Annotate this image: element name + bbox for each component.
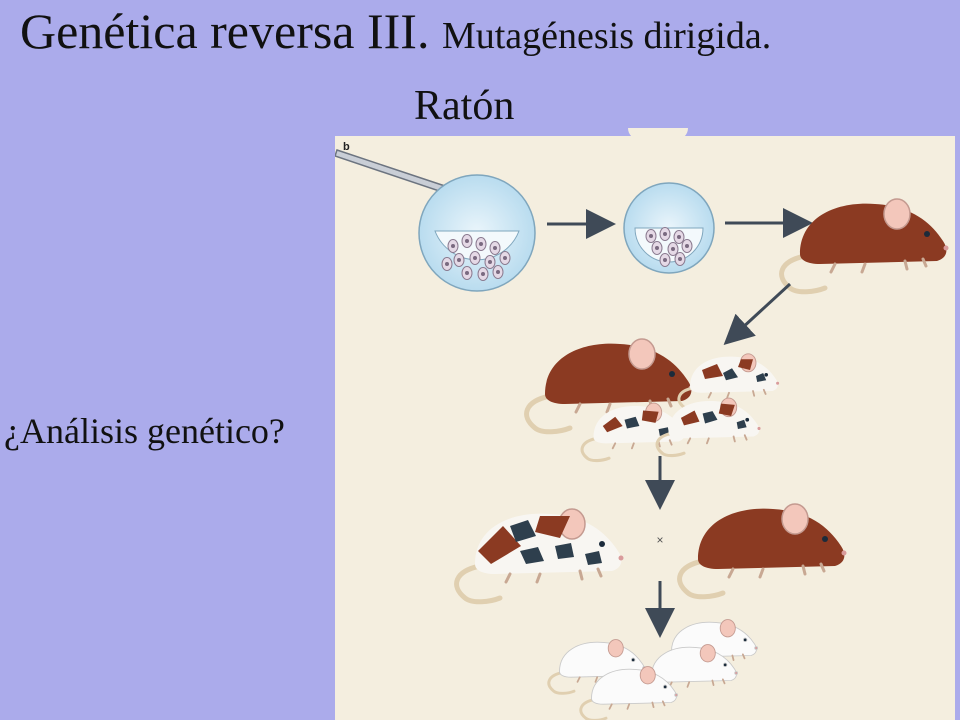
blastocyst-dish-1 — [418, 174, 536, 292]
brown-mate-mouse — [680, 504, 847, 597]
title-sub: Mutagénesis dirigida. — [441, 15, 772, 57]
cross-symbol: × — [656, 533, 663, 547]
chimera-pup-3 — [655, 396, 763, 458]
chimera-adult-mouse — [457, 509, 624, 602]
question-text: ¿Análisis genético? — [4, 411, 285, 451]
panel-top-bump — [628, 128, 688, 140]
slide-title: Genética reversa III. Mutagénesis dirigi… — [20, 4, 771, 59]
panel-label: b — [343, 141, 350, 153]
arrow-to-litter — [723, 282, 792, 346]
chimera-pup-1 — [677, 352, 781, 411]
figure-panel: b — [335, 136, 955, 720]
mouse-breeding-diagram: b — [335, 141, 955, 720]
blastocyst-dish-2 — [623, 182, 715, 274]
chimera-pup-2 — [580, 401, 688, 463]
title-main: Genética reversa III. — [20, 3, 430, 59]
foster-mother-mouse — [782, 199, 949, 292]
slide-subtitle: Ratón — [414, 83, 515, 129]
